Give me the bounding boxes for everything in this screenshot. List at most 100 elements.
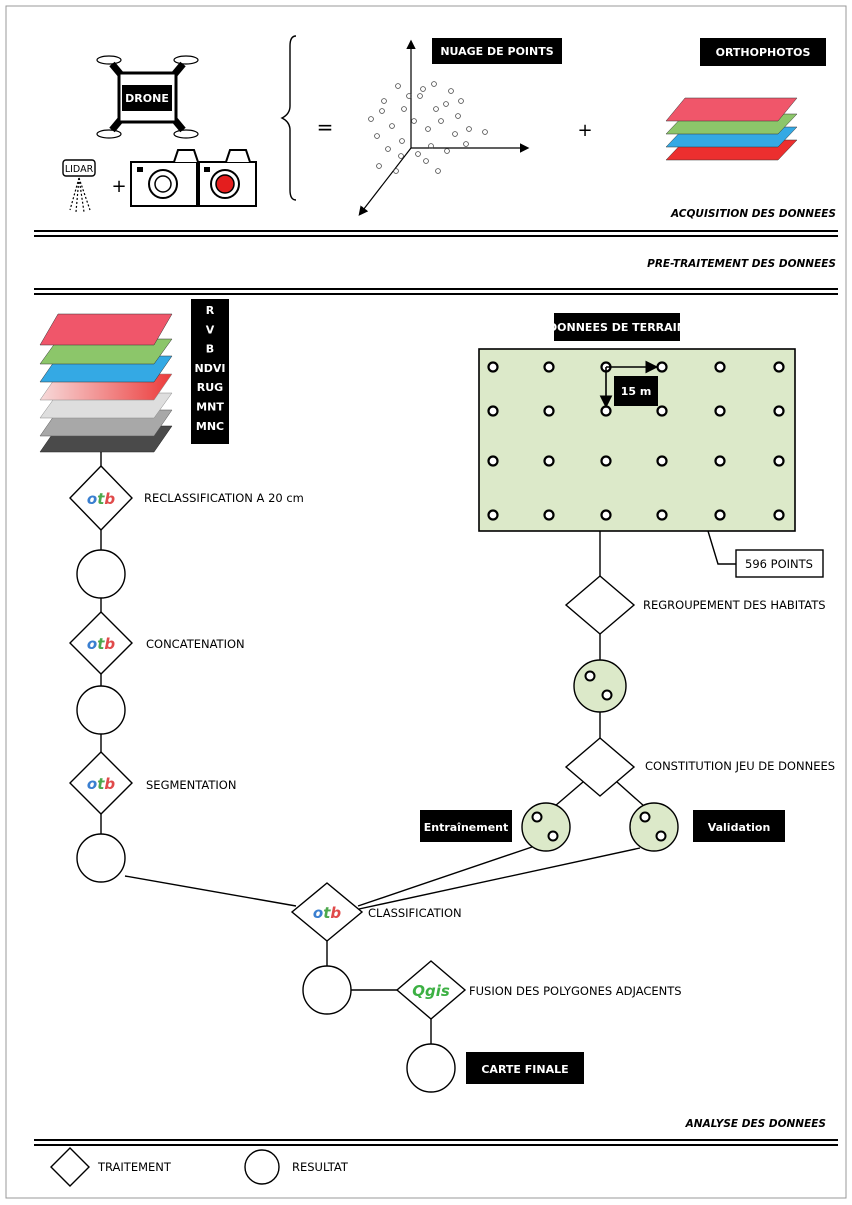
- training-point-1: [531, 811, 543, 823]
- validation-point-1: [639, 811, 651, 823]
- drone-icon: [96, 55, 199, 139]
- otb-logo-2: otb: [87, 635, 115, 653]
- split-line-right: [616, 781, 645, 807]
- legend-diamond-icon: [50, 1147, 90, 1187]
- final-map-label: CARTE FINALE: [481, 1063, 568, 1076]
- point-cloud-graphic: [358, 39, 530, 216]
- plus-sign-1: +: [111, 176, 126, 197]
- validation-label: Validation: [708, 821, 771, 834]
- field-point: [600, 455, 612, 467]
- field-point: [656, 509, 668, 521]
- field-point: [487, 405, 499, 417]
- validation-point-2: [655, 830, 667, 842]
- field-point: [487, 509, 499, 521]
- terrain-title-box: [554, 313, 680, 341]
- plus-sign-2: +: [577, 120, 592, 141]
- field-point: [714, 361, 726, 373]
- field-points: [487, 361, 785, 521]
- result-circle-final: [406, 1043, 456, 1093]
- field-point: [773, 509, 785, 521]
- field-point: [600, 509, 612, 521]
- band-label: RUG: [197, 381, 223, 394]
- brace: [280, 35, 297, 201]
- result-circle-training: [521, 802, 571, 852]
- field-point: [543, 509, 555, 521]
- field-point: [773, 405, 785, 417]
- field-point: [714, 509, 726, 521]
- training-point-2: [547, 830, 559, 842]
- field-point: [543, 361, 555, 373]
- qgis-logo: Qgis: [412, 982, 450, 1000]
- result-circle-3: [76, 833, 126, 883]
- field-point: [656, 455, 668, 467]
- points-count: 596 POINTS: [745, 557, 813, 571]
- result-circle-1: [76, 549, 126, 599]
- drone-label: DRONE: [125, 92, 169, 105]
- result-circle-validation: [629, 802, 679, 852]
- result-circle-habitats: [573, 659, 627, 713]
- process-diamond-regroupement: [564, 575, 636, 635]
- split-line-left: [554, 781, 584, 807]
- result-circle-2: [76, 685, 126, 735]
- otb-logo-4: otb: [313, 904, 341, 922]
- step-classification: CLASSIFICATION: [368, 906, 462, 920]
- band-label: R: [206, 304, 215, 317]
- section-analyse: ANALYSE DES DONNEES: [685, 1118, 826, 1130]
- band-label: MNC: [196, 420, 224, 433]
- step-constitution: CONSTITUTION JEU DE DONNEES: [645, 759, 835, 773]
- orthophoto-layers: [665, 97, 798, 161]
- raster-stack: [39, 313, 173, 453]
- legend-circle-icon: [244, 1149, 280, 1185]
- step-regroupement: REGROUPEMENT DES HABITATS: [643, 598, 826, 612]
- otb-logo-3: otb: [87, 775, 115, 793]
- merge-line-training: [357, 846, 533, 907]
- legend-traitement: TRAITEMENT: [97, 1160, 172, 1174]
- training-box: [420, 810, 512, 842]
- terrain-title: DONNEES DE TERRAIN: [548, 321, 686, 334]
- step-fusion: FUSION DES POLYGONES ADJACENTS: [469, 984, 682, 998]
- equals-sign: =: [317, 115, 334, 139]
- field-point: [714, 455, 726, 467]
- band-label: V: [206, 323, 215, 336]
- field-point: [656, 361, 668, 373]
- habitat-point-2: [601, 689, 613, 701]
- habitat-point-1: [584, 670, 596, 682]
- nuage-title-box: [432, 38, 562, 64]
- process-diamond-concatenation: [69, 611, 133, 675]
- merge-line-left: [124, 875, 297, 907]
- process-diamond-constitution: [564, 737, 636, 797]
- field-point: [714, 405, 726, 417]
- step-concatenation: CONCATENATION: [146, 637, 245, 651]
- step-segmentation: SEGMENTATION: [146, 778, 236, 792]
- orthophotos-title: ORTHOPHOTOS: [716, 46, 811, 59]
- final-map-box: [466, 1052, 584, 1084]
- process-diamond-segmentation: [69, 751, 133, 815]
- section-pretraitement: PRE-TRAITEMENT DES DONNEES: [647, 258, 836, 270]
- field-point: [600, 405, 612, 417]
- band-label: B: [206, 343, 214, 356]
- lidar-label: LIDAR: [65, 164, 94, 175]
- field-point: [487, 455, 499, 467]
- field-point: [543, 405, 555, 417]
- legend-resultat: RESULTAT: [292, 1160, 349, 1174]
- band-label: NDVI: [195, 362, 226, 375]
- orthophotos-title-box: [700, 38, 826, 66]
- points-callout-line: [707, 530, 736, 565]
- validation-box: [693, 810, 785, 842]
- page-frame: [5, 5, 847, 1199]
- section-acquisition: ACQUISITION DES DONNEES: [670, 208, 836, 220]
- field-point: [773, 455, 785, 467]
- field-point: [543, 455, 555, 467]
- band-list-box: [191, 299, 229, 444]
- lidar-icon: [62, 159, 96, 213]
- result-circle-classification: [302, 965, 352, 1015]
- camera-rgb-icon: [130, 149, 199, 207]
- otb-logo-1: otb: [87, 490, 115, 508]
- camera-infrared-icon: [198, 149, 257, 207]
- field-point: [656, 405, 668, 417]
- distance-label: 15 m: [621, 385, 652, 398]
- field-point: [487, 361, 499, 373]
- nuage-title: NUAGE DE POINTS: [440, 45, 553, 58]
- band-label: MNT: [196, 401, 224, 414]
